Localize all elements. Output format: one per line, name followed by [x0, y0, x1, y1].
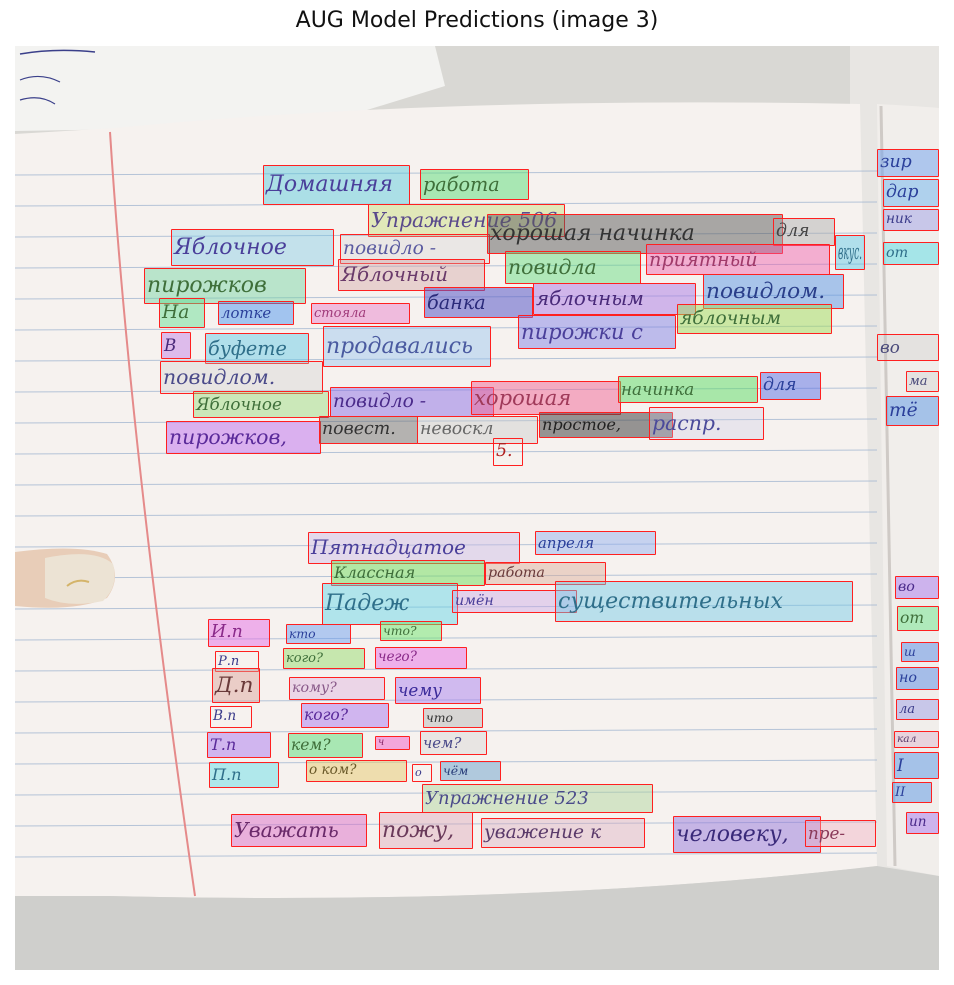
detection-box	[485, 562, 606, 585]
detection-box	[209, 762, 279, 788]
detection-box	[487, 214, 783, 254]
detection-box	[159, 298, 205, 328]
detection-box	[452, 590, 577, 613]
paper-stack	[15, 46, 445, 131]
detection-box	[481, 818, 645, 848]
detection-box	[375, 736, 410, 750]
detection-box	[896, 667, 939, 690]
detection-box	[901, 642, 939, 662]
detection-box	[319, 416, 418, 444]
detection-box	[897, 606, 939, 631]
detection-box	[380, 621, 442, 641]
detection-box	[283, 648, 365, 669]
detection-box	[215, 651, 259, 672]
detection-box	[311, 303, 410, 324]
detection-box	[505, 251, 641, 284]
detection-box	[308, 532, 520, 564]
detection-box	[424, 287, 533, 318]
detection-box	[218, 301, 294, 325]
detection-box	[892, 782, 932, 803]
detection-box	[533, 283, 696, 315]
detection-box	[417, 416, 538, 444]
detection-box	[205, 333, 309, 364]
detection-box	[420, 169, 529, 200]
detection-box	[896, 699, 939, 720]
detection-box	[379, 812, 473, 849]
detection-box	[395, 677, 481, 704]
detection-box	[895, 576, 939, 599]
detection-box	[288, 733, 363, 758]
detection-box	[423, 708, 483, 728]
detection-box	[894, 731, 939, 748]
detection-box	[212, 668, 260, 703]
detection-box	[618, 376, 758, 403]
detection-box	[171, 229, 334, 266]
detection-box	[330, 387, 494, 417]
detection-box	[301, 703, 389, 728]
detection-box	[412, 764, 432, 782]
detection-box	[207, 732, 271, 758]
detection-box	[160, 361, 323, 394]
detection-box	[420, 731, 487, 755]
detection-box	[518, 315, 676, 349]
detection-box	[906, 812, 939, 834]
detection-box	[773, 218, 835, 246]
detection-box	[535, 531, 656, 555]
detection-box	[161, 332, 191, 359]
figure-title: AUG Model Predictions (image 3)	[295, 8, 659, 33]
fingernail	[45, 554, 115, 604]
detection-box	[289, 677, 385, 700]
detection-box	[440, 761, 501, 781]
detection-box	[166, 421, 321, 454]
detection-box	[673, 816, 821, 853]
detection-box	[886, 396, 939, 426]
detection-box	[493, 438, 523, 466]
detection-box	[286, 624, 351, 644]
detection-box	[375, 647, 467, 669]
detection-box	[877, 149, 939, 177]
detection-box	[703, 274, 844, 309]
detection-box	[877, 334, 939, 361]
detection-box	[338, 259, 485, 291]
detection-box	[883, 179, 939, 207]
detection-box	[323, 326, 491, 367]
detection-box	[677, 304, 832, 334]
detection-box	[331, 560, 485, 586]
detection-box	[231, 814, 367, 847]
detection-box	[883, 242, 939, 265]
detection-box	[906, 371, 939, 392]
detection-box	[193, 391, 329, 418]
detection-box	[306, 760, 407, 782]
detection-box	[646, 244, 830, 275]
detection-box	[555, 581, 853, 622]
margin-line	[109, 131, 196, 897]
detection-box	[210, 706, 252, 728]
detection-box	[322, 583, 458, 625]
detection-box	[883, 209, 939, 231]
detection-box	[422, 784, 653, 813]
detection-box	[649, 407, 764, 440]
detection-box	[760, 372, 821, 400]
detection-box	[835, 235, 865, 270]
detection-box	[894, 752, 939, 779]
detection-box	[539, 412, 673, 438]
detection-box	[263, 165, 410, 205]
detection-box	[471, 381, 621, 415]
detection-box	[208, 619, 270, 647]
detection-box	[805, 820, 876, 847]
